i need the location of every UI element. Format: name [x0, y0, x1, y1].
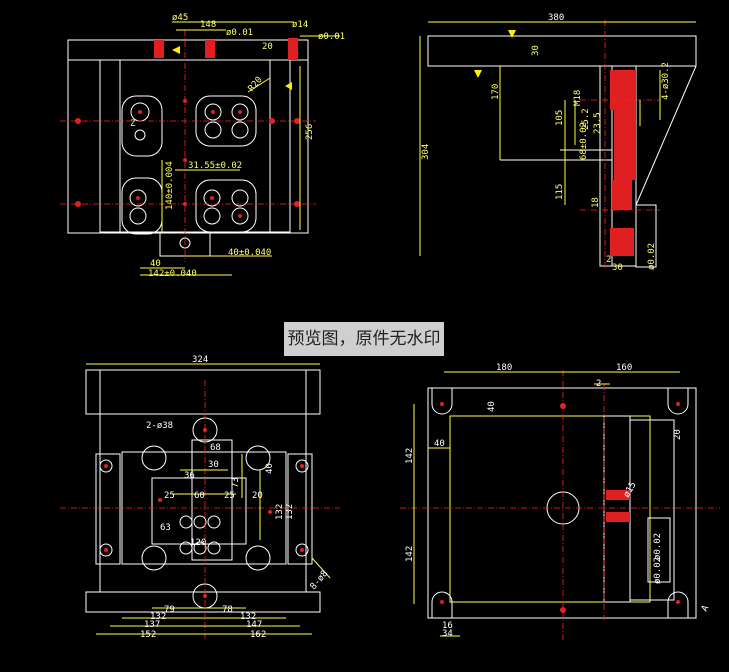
dim-tl-12: 142±0.040: [148, 269, 197, 279]
dim-tr-6: 23.5: [593, 112, 603, 134]
dim-br-4: 40: [434, 439, 445, 449]
dim-bl-9: 25: [224, 491, 235, 501]
dim-tr-13: 4-ø30.2: [661, 62, 671, 100]
dim-tl-8: 31.55±0.02: [188, 161, 242, 171]
view-top-left: ø45 148 ø14 ø0.01 ø0.01 20 R20 256 31.55…: [60, 13, 345, 279]
dim-bl-0: 324: [192, 355, 208, 365]
dim-bl-17: 132: [150, 612, 166, 622]
dim-bl-19: 137: [144, 620, 160, 630]
dim-bl-16: 78: [222, 605, 233, 615]
dim-tl-11: 40±0.040: [228, 248, 271, 258]
dim-bl-22: 162: [250, 630, 266, 640]
dim-tl-4: ø0.01: [318, 32, 345, 42]
dim-bl-18: 132: [240, 612, 256, 622]
dim-bl-23: 8-ø8: [309, 569, 331, 592]
dim-tl-10: 40: [150, 259, 161, 269]
dim-br-9: ø0.02: [653, 533, 663, 560]
dim-br-10: ø0.02: [653, 557, 663, 584]
dim-tr-14: ø0.02: [647, 243, 657, 270]
dim-tr-10: 18: [591, 197, 601, 208]
dim-bl-14: 120: [190, 538, 206, 548]
dim-bl-2: 68: [210, 443, 221, 453]
view-top-right: 380 30 170 105 M18 25.2 23.5 304 68±0.02…: [419, 13, 697, 273]
dim-br-8: ø15: [622, 480, 639, 499]
view-bottom-right: 180 160 2 40 40 20 142 142 ø15 ø0.02 ø0.…: [400, 363, 720, 640]
dim-br-3: 40: [487, 401, 497, 412]
dim-tr-7: 304: [421, 144, 431, 160]
dim-bl-15: 79: [164, 605, 175, 615]
dim-bl-20: 147: [246, 620, 262, 630]
dim-tr-5: 25.2: [581, 108, 591, 130]
dim-bl-6: 73: [231, 477, 241, 488]
dim-tl-3: ø0.01: [226, 28, 253, 38]
dim-tl-2: ø14: [292, 20, 308, 30]
dim-bl-1: 2-ø38: [146, 421, 173, 431]
dim-bl-21: 152: [140, 630, 156, 640]
dim-tl-0: ø45: [172, 13, 188, 23]
dim-tr-12: 30: [612, 263, 623, 273]
dim-br-12: 34: [442, 629, 453, 639]
dim-tr-3: 105: [555, 110, 565, 126]
dim-tr-11: 2: [606, 255, 611, 265]
dim-bl-3: 30: [208, 460, 219, 470]
dim-bl-7: 25: [164, 491, 175, 501]
dim-tr-0: 380: [548, 13, 564, 23]
dim-tl-7: 256: [305, 124, 315, 140]
dim-bl-10: 20: [252, 491, 263, 501]
dim-tr-4: M18: [573, 90, 583, 106]
dim-tr-8: 68±0.02: [579, 122, 589, 160]
dim-br-0: 180: [496, 363, 512, 373]
dim-tl-13: Z: [130, 119, 136, 129]
dim-tr-2: 170: [491, 84, 501, 100]
dim-tl-1: 148: [200, 20, 216, 30]
dim-bl-8: 60: [194, 491, 205, 501]
watermark-banner: 预览图，原件无水印: [284, 322, 444, 356]
dim-tl-5: 20: [262, 42, 273, 52]
dim-br-13: A: [700, 603, 712, 613]
dim-br-1: 160: [616, 363, 632, 373]
dim-br-2: 2: [596, 379, 601, 389]
dim-br-5: 20: [673, 429, 683, 440]
dim-bl-13: 63: [160, 523, 171, 533]
dim-bl-4: 36: [184, 471, 195, 481]
dim-bl-12: 132: [285, 504, 295, 520]
dim-tl-9: 140±0.004: [165, 161, 175, 210]
dim-br-7: 142: [405, 546, 415, 562]
view-bottom-left: 324 2-ø38 68 30 36 40 73 25 60 25 20 132…: [60, 355, 340, 640]
dim-tr-9: 115: [555, 184, 565, 200]
dim-br-11: 16: [442, 621, 453, 631]
dim-br-6: 142: [405, 448, 415, 464]
dim-tr-1: 30: [531, 45, 541, 56]
dim-bl-5: 40: [265, 463, 275, 474]
dim-bl-11: 132: [275, 504, 285, 520]
